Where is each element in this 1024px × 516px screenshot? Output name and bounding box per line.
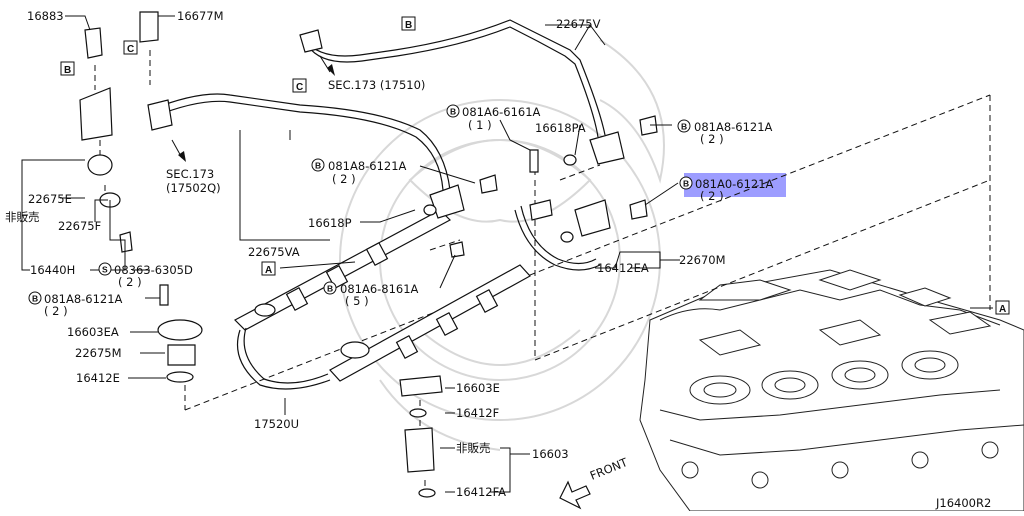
- bolt-label-081a6-6161a[interactable]: B 081A6-6161A ( 1 ): [446, 104, 541, 132]
- part-label-22675v[interactable]: 22675V: [556, 17, 601, 31]
- engine-cylinder-head: [639, 269, 1024, 512]
- svg-text:A: A: [999, 304, 1006, 315]
- part-label-22670m[interactable]: 22670M: [679, 253, 726, 267]
- svg-text:( 2 ): ( 2 ): [44, 304, 68, 318]
- svg-text:081A0-6121A: 081A0-6121A: [695, 177, 774, 191]
- part-label-16618pa[interactable]: 16618PA: [535, 121, 586, 135]
- part-label-22675m[interactable]: 22675M: [75, 346, 122, 360]
- highlight-081a0-6121a: [684, 173, 786, 197]
- svg-text:( 1 ): ( 1 ): [468, 118, 492, 132]
- part-label-16412e[interactable]: 16412E: [76, 371, 120, 385]
- svg-text:081A8-6121A: 081A8-6121A: [44, 292, 123, 306]
- part-label-22675va[interactable]: 22675VA: [248, 245, 300, 259]
- part-label-16603e[interactable]: 16603E: [456, 381, 500, 395]
- svg-text:B: B: [681, 122, 687, 132]
- bolt-label-081a6-8161a[interactable]: B 081A6-8161A ( 5 ): [323, 281, 419, 308]
- svg-text:( 2 ): ( 2 ): [332, 172, 356, 186]
- vacuum-hoses: [149, 19, 606, 271]
- svg-text:081A6-8161A: 081A6-8161A: [340, 282, 419, 296]
- ref-box-c-left[interactable]: C: [123, 40, 138, 55]
- part-label-22675f[interactable]: 22675F: [58, 219, 101, 233]
- small-parts-right: [147, 29, 658, 498]
- svg-text:( 2 ): ( 2 ): [118, 275, 142, 289]
- assembly-dashed-lines: [94, 50, 991, 490]
- section-ref-sec173-17510[interactable]: SEC.173 (17510): [328, 78, 425, 92]
- svg-text:B: B: [405, 20, 412, 31]
- watermark-emblem: [339, 39, 665, 451]
- part-label-16440h[interactable]: 16440H: [30, 263, 75, 277]
- part-label-16412fa[interactable]: 16412FA: [456, 485, 506, 499]
- part-label-16412ea[interactable]: 16412EA: [597, 261, 649, 275]
- part-label-22675e[interactable]: 22675E: [28, 192, 72, 206]
- svg-text:B: B: [32, 294, 38, 304]
- screw-label-08363-6305d[interactable]: S 08363-6305D ( 2 ): [98, 262, 193, 289]
- svg-text:B: B: [683, 179, 689, 189]
- section-ref-sec173-17502q[interactable]: (17502Q): [166, 181, 221, 195]
- svg-text:A: A: [265, 265, 272, 276]
- bolt-label-081a8-6121a-right[interactable]: B 081A8-6121A ( 2 ): [677, 119, 773, 146]
- direction-arrows: [171, 55, 591, 510]
- svg-text:( 2 ): ( 2 ): [700, 132, 724, 146]
- ref-box-b-left[interactable]: B: [60, 61, 75, 76]
- part-label-16603ea[interactable]: 16603EA: [67, 325, 119, 339]
- ref-box-a-left[interactable]: A: [261, 261, 276, 276]
- not-for-sale-label-2: 非販売: [456, 441, 491, 455]
- part-label-17520u[interactable]: 17520U: [254, 417, 299, 431]
- svg-text:B: B: [450, 107, 456, 117]
- svg-text:C: C: [296, 82, 303, 93]
- fuel-rails: [234, 209, 531, 390]
- bolt-label-081a8-6121a-middle[interactable]: B 081A8-6121A ( 2 ): [311, 158, 407, 186]
- ref-box-c-top[interactable]: C: [292, 78, 307, 93]
- svg-text:081A6-6161A: 081A6-6161A: [462, 105, 541, 119]
- ref-box-b-top[interactable]: B: [401, 16, 416, 31]
- svg-text:( 2 ): ( 2 ): [700, 189, 724, 203]
- svg-text:C: C: [127, 44, 134, 55]
- part-label-16883[interactable]: 16883: [27, 9, 64, 23]
- part-label-16603[interactable]: 16603: [532, 447, 569, 461]
- svg-text:S: S: [102, 265, 108, 275]
- svg-text:( 5 ): ( 5 ): [345, 294, 369, 308]
- part-label-16412f[interactable]: 16412F: [456, 406, 499, 420]
- part-label-16677m[interactable]: 16677M: [177, 9, 224, 23]
- svg-text:081A8-6121A: 081A8-6121A: [694, 120, 773, 134]
- svg-text:081A8-6121A: 081A8-6121A: [328, 159, 407, 173]
- diagram-id: J16400R2: [935, 496, 991, 510]
- ref-box-a-right[interactable]: A: [995, 300, 1010, 315]
- svg-text:B: B: [315, 161, 321, 171]
- bolt-label-081a0-6121a[interactable]: B 081A0-6121A ( 2 ): [679, 176, 774, 203]
- svg-text:B: B: [327, 284, 333, 294]
- section-ref-sec173-a[interactable]: SEC.173: [166, 167, 214, 181]
- bolt-label-081a8-6121a-left[interactable]: B 081A8-6121A ( 2 ): [28, 291, 123, 318]
- svg-text:08363-6305D: 08363-6305D: [114, 263, 193, 277]
- part-label-16618p[interactable]: 16618P: [308, 216, 352, 230]
- svg-text:B: B: [64, 65, 71, 76]
- not-for-sale-label-1: 非販売: [5, 210, 40, 224]
- leader-lines: [21, 15, 993, 493]
- front-arrow-icon: [559, 480, 591, 510]
- front-label: FRONT: [588, 455, 631, 483]
